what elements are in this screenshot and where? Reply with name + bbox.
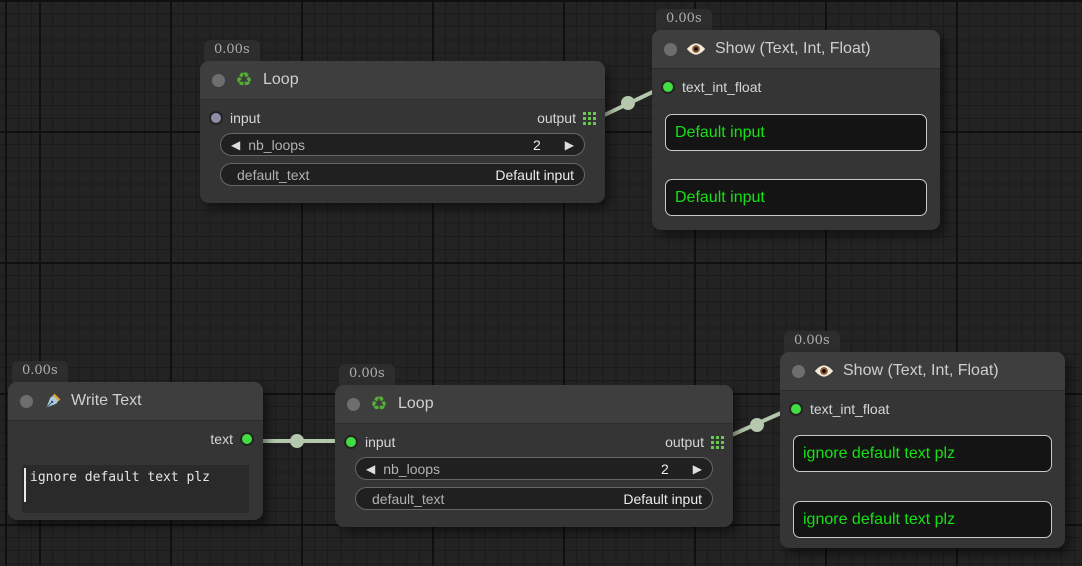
input-slot-label: input <box>365 434 396 450</box>
output-slot-label: output <box>665 434 704 450</box>
widget-label: default_text <box>237 166 310 183</box>
nb-loops-widget[interactable]: ◀ nb_loops 2 ▶ <box>220 133 585 156</box>
node-write-text[interactable]: 0.00s Write Text <box>8 361 263 520</box>
node-loop-top[interactable]: 0.00s ♻ Loop input output ◀ nb_loops <box>200 40 605 203</box>
link-midpoint-dot[interactable] <box>290 434 304 448</box>
node-title: Loop <box>263 71 299 88</box>
node-title-bar[interactable]: ♻ Loop <box>335 385 733 424</box>
node-title-bar[interactable]: Show (Text, Int, Float) <box>652 30 940 69</box>
node-status-dot <box>20 394 33 408</box>
widget-label: nb_loops <box>383 460 441 477</box>
widget-value: 2 <box>660 460 669 477</box>
list-output-slot-icon[interactable] <box>583 111 596 125</box>
recycle-icon: ♻ <box>235 68 253 91</box>
widget-value: Default input <box>495 166 574 183</box>
default-text-widget[interactable]: default_text Default input <box>220 163 585 186</box>
node-status-dot <box>347 397 360 411</box>
text-display-box[interactable]: ignore default text plz <box>793 501 1052 538</box>
recycle-icon: ♻ <box>370 392 388 415</box>
widget-value: Default input <box>623 490 702 507</box>
node-title: Write Text <box>71 392 142 409</box>
eye-icon <box>814 364 834 378</box>
node-title-bar[interactable]: Show (Text, Int, Float) <box>780 352 1065 391</box>
text-display-box[interactable]: ignore default text plz <box>793 435 1052 472</box>
displayed-text: ignore default text plz <box>803 510 956 528</box>
node-title-bar[interactable]: Write Text <box>8 382 263 421</box>
decrement-arrow-icon[interactable]: ◀ <box>231 137 241 152</box>
input-slot-label: text_int_float <box>810 401 890 417</box>
output-slot-label: text <box>210 431 233 447</box>
node-show-top[interactable]: 0.00s Show (Text, Int, Float) text_int_f… <box>652 9 940 230</box>
increment-arrow-icon[interactable]: ▶ <box>564 137 574 152</box>
execution-time-badge: 0.00s <box>784 331 840 356</box>
input-slot[interactable] <box>661 80 675 94</box>
input-slot-label: input <box>230 110 261 126</box>
input-slot[interactable] <box>344 435 358 449</box>
fountain-pen-icon <box>42 392 62 411</box>
node-status-dot <box>792 364 805 378</box>
link-midpoint-dot[interactable] <box>750 418 764 432</box>
displayed-text: Default input <box>675 123 765 141</box>
node-title-bar[interactable]: ♻ Loop <box>200 61 605 100</box>
text-display-box[interactable]: Default input <box>665 179 927 216</box>
execution-time-badge: 0.00s <box>12 361 68 386</box>
node-title: Show (Text, Int, Float) <box>843 362 999 379</box>
node-status-dot <box>664 42 677 56</box>
node-status-dot <box>212 73 225 87</box>
text-input-area[interactable]: ignore default text plz <box>22 465 249 513</box>
output-slot[interactable] <box>240 432 254 446</box>
text-display-box[interactable]: Default input <box>665 114 927 151</box>
link-midpoint-dot[interactable] <box>621 96 635 110</box>
nb-loops-widget[interactable]: ◀ nb_loops 2 ▶ <box>355 457 713 480</box>
output-slot-label: output <box>537 110 576 126</box>
execution-time-badge: 0.00s <box>656 9 712 34</box>
widget-value: 2 <box>532 136 541 153</box>
list-output-slot-icon[interactable] <box>711 435 724 449</box>
input-slot[interactable] <box>209 111 223 125</box>
input-slot-label: text_int_float <box>682 79 762 95</box>
displayed-text: ignore default text plz <box>803 444 956 462</box>
execution-time-badge: 0.00s <box>204 40 260 65</box>
input-slot[interactable] <box>789 402 803 416</box>
widget-label: default_text <box>372 490 445 507</box>
widget-label: nb_loops <box>248 136 306 153</box>
eye-icon <box>686 42 706 56</box>
execution-time-badge: 0.00s <box>339 364 395 389</box>
displayed-text: Default input <box>675 188 765 206</box>
node-show-bottom[interactable]: 0.00s Show (Text, Int, Float) text_int_f… <box>780 331 1065 548</box>
node-title: Loop <box>398 395 434 412</box>
node-loop-bottom[interactable]: 0.00s ♻ Loop input output ◀ nb_loops <box>335 364 733 527</box>
node-title: Show (Text, Int, Float) <box>715 40 871 57</box>
decrement-arrow-icon[interactable]: ◀ <box>366 461 376 476</box>
textarea-content: ignore default text plz <box>30 470 211 485</box>
default-text-widget[interactable]: default_text Default input <box>355 487 713 510</box>
increment-arrow-icon[interactable]: ▶ <box>692 461 702 476</box>
text-cursor <box>24 468 26 502</box>
